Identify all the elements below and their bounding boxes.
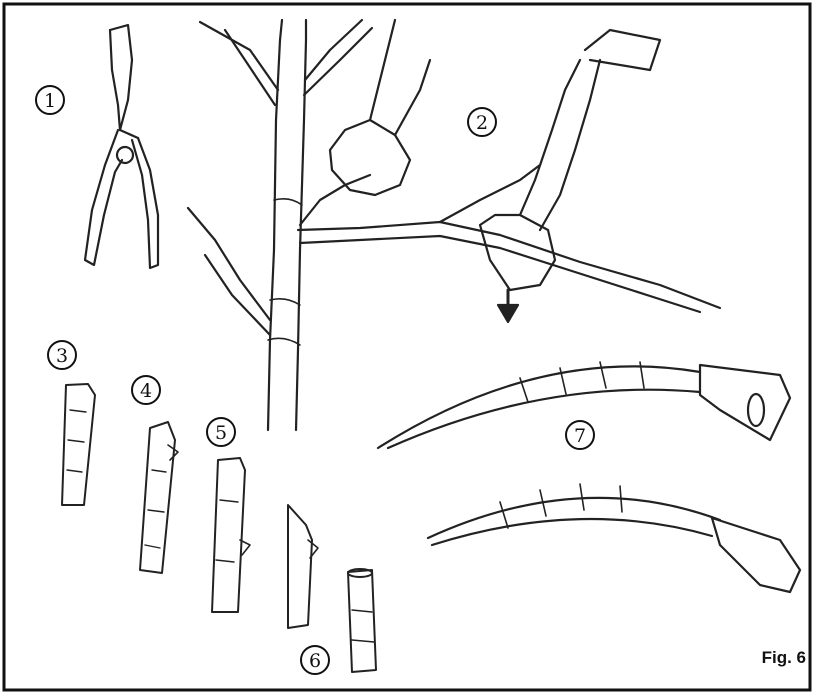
pruning-shears-icon bbox=[85, 25, 158, 268]
label-1: 1 bbox=[44, 90, 56, 112]
figure-border bbox=[4, 4, 810, 690]
label-2: 2 bbox=[476, 112, 488, 134]
figure-caption: Fig. 6 bbox=[762, 648, 806, 668]
label-6: 6 bbox=[309, 650, 321, 672]
pruning-saw-icon bbox=[378, 362, 800, 592]
label-5: 5 bbox=[215, 422, 227, 444]
label-3: 3 bbox=[56, 345, 68, 367]
figure-labels: 1 2 3 4 5 6 7 bbox=[36, 86, 594, 674]
label-7: 7 bbox=[574, 425, 586, 447]
label-4: 4 bbox=[140, 380, 152, 402]
